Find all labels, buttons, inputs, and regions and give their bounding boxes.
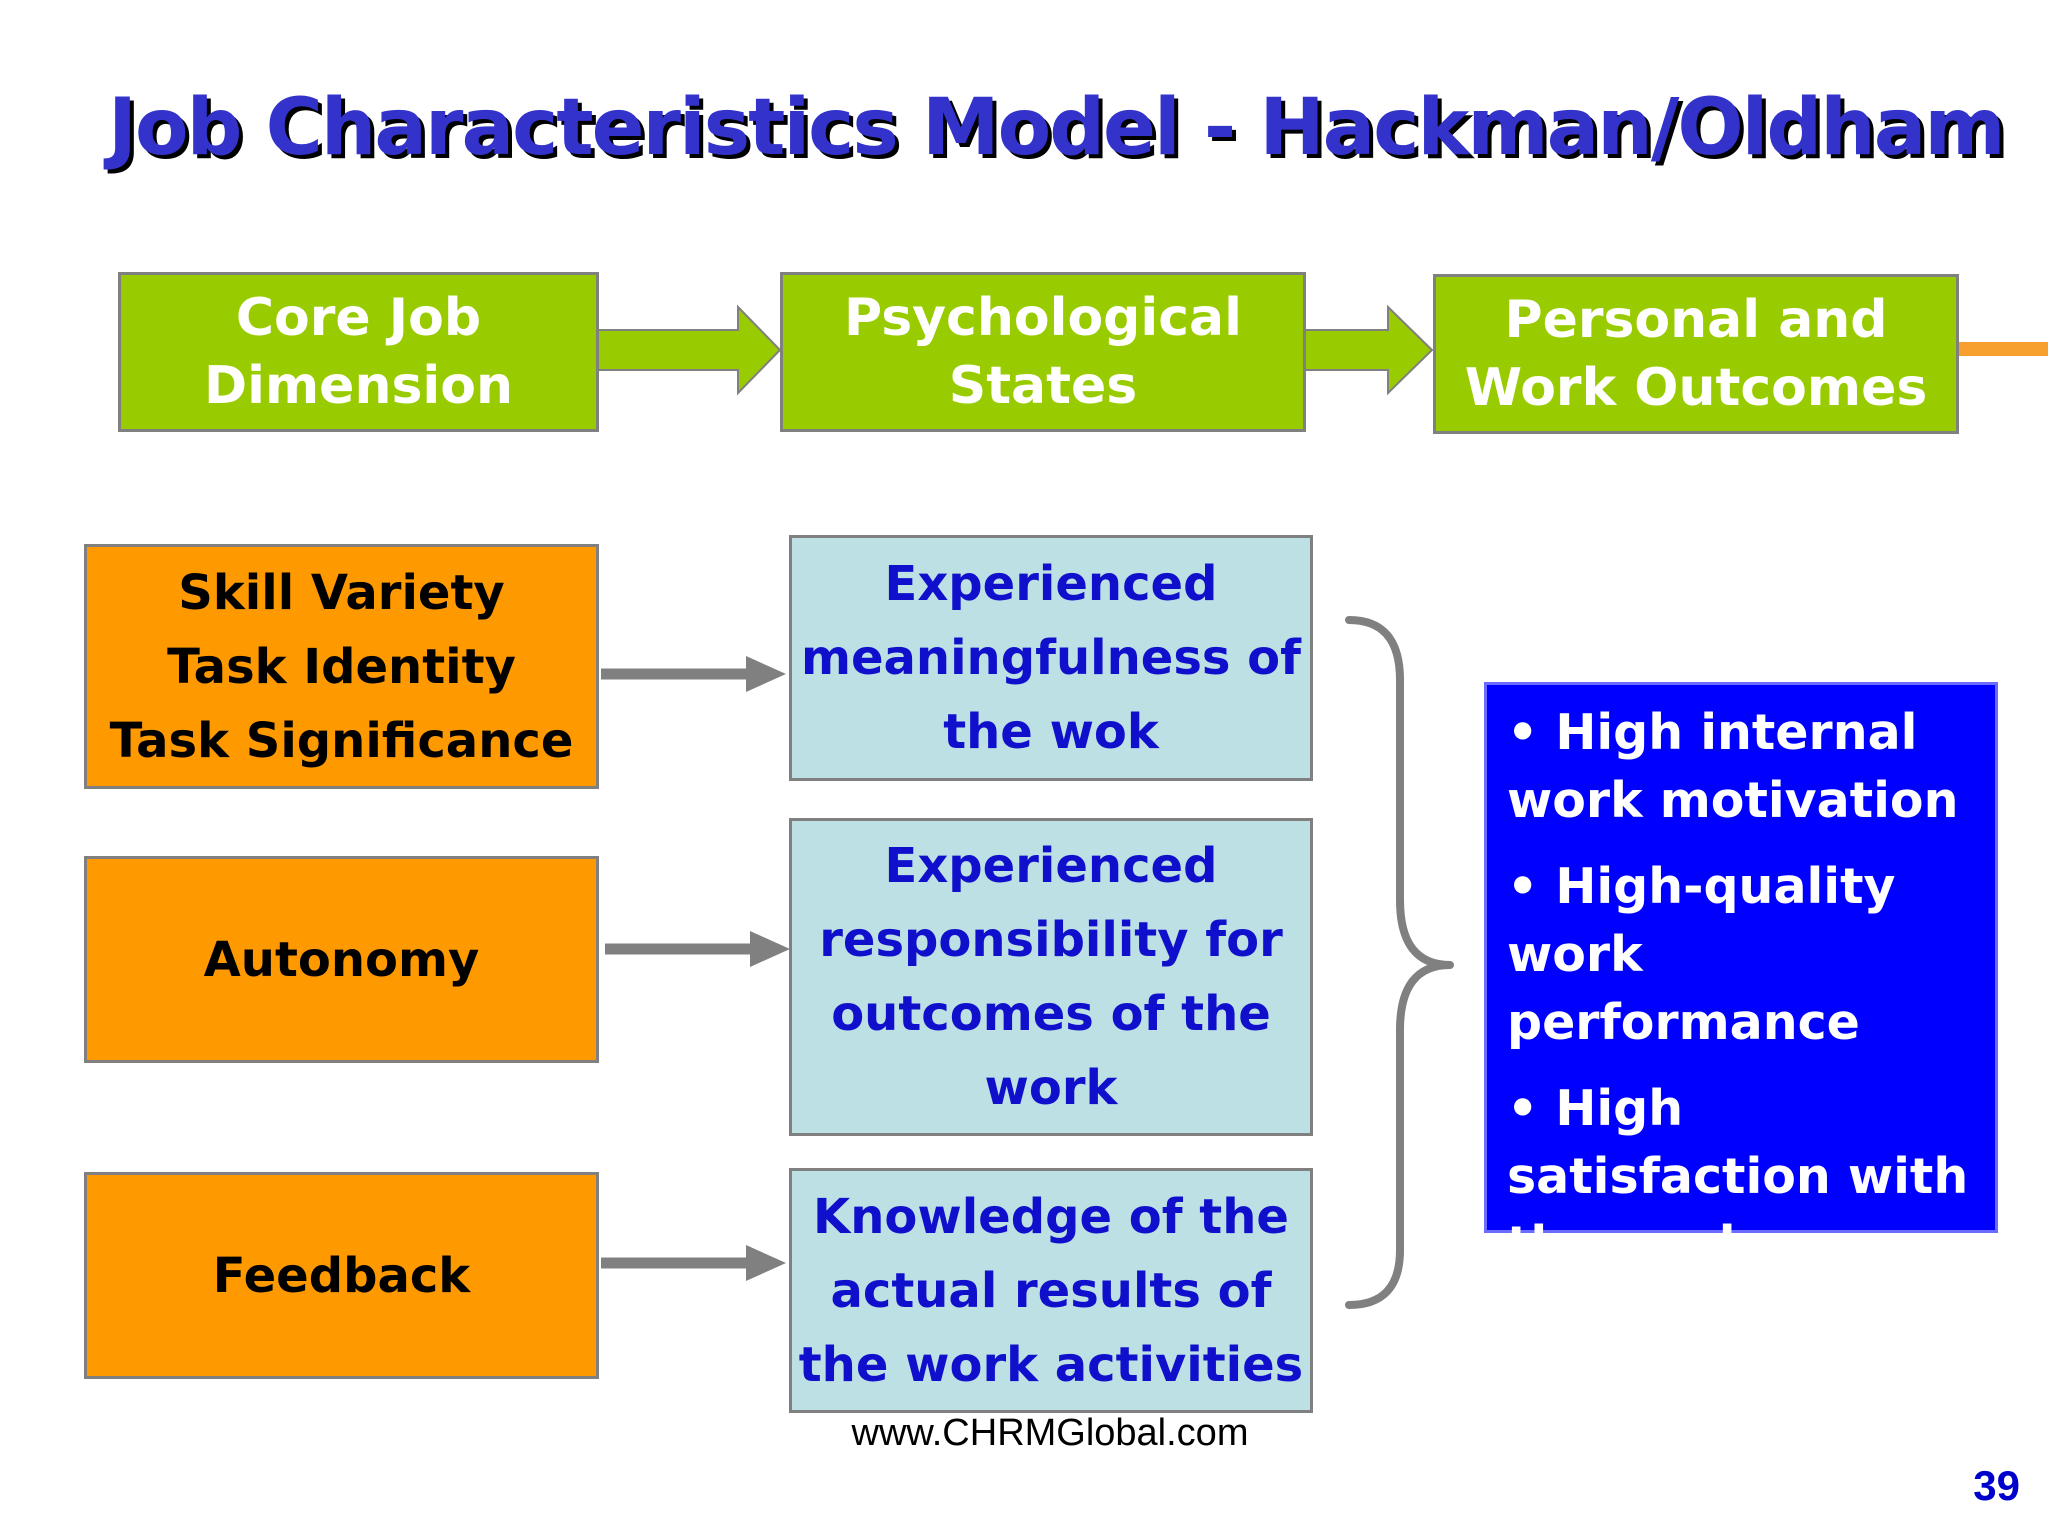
arrow-knowledge xyxy=(601,1245,786,1281)
state-knowledge-line-2: actual results of xyxy=(830,1262,1272,1319)
core-skill-variety: Skill Variety xyxy=(178,564,505,621)
header-arrow-1 xyxy=(597,304,782,396)
core-task-significance: Task Significance xyxy=(109,712,574,769)
state-meaningfulness-line-3: the wok xyxy=(943,704,1159,760)
arrow-responsibility xyxy=(605,931,790,967)
state-knowledge-line-3: the work activities xyxy=(798,1336,1304,1393)
state-knowledge-of-results: Knowledge of the actual results of the w… xyxy=(789,1168,1313,1413)
outcome-item-turnover: • Low turnover xyxy=(1507,1302,1923,1359)
state-responsibility-line-3: outcomes of the xyxy=(831,986,1271,1042)
page-number: 39 xyxy=(1973,1462,2020,1509)
header-core-line-1: Core Job xyxy=(235,288,482,348)
arrow-meaningfulness xyxy=(601,656,786,692)
state-meaningfulness: Experienced meaningfulness of the wok xyxy=(789,535,1313,781)
header-core-job-dimension: Core Job Dimension xyxy=(118,272,599,432)
state-meaningfulness-line-1: Experienced xyxy=(884,556,1218,612)
header-states-line-2: States xyxy=(948,356,1138,416)
slide-title: Job Characteristics Model - Hackman/Oldh… xyxy=(108,83,2006,173)
header-states-line-1: Psychological xyxy=(844,288,1242,348)
outcome-item-motivation: • High internal work motivation xyxy=(1507,704,1959,829)
header-outcomes-line-2: Work Outcomes xyxy=(1464,358,1928,418)
core-dimension-skill-task: Skill Variety Task Identity Task Signifi… xyxy=(84,544,599,789)
core-autonomy-label: Autonomy xyxy=(203,931,480,988)
header-personal-work-outcomes: Personal and Work Outcomes xyxy=(1433,274,1959,434)
core-feedback-label: Feedback xyxy=(212,1247,471,1304)
state-responsibility-line-1: Experienced xyxy=(884,838,1218,894)
outcomes-box: • High internal work motivation • High-q… xyxy=(1484,682,1998,1359)
core-task-identity: Task Identity xyxy=(167,638,516,695)
state-knowledge-line-1: Knowledge of the xyxy=(813,1188,1289,1245)
core-dimension-feedback: Feedback xyxy=(84,1172,599,1379)
state-responsibility-line-4: work xyxy=(984,1060,1118,1116)
state-meaningfulness-line-2: meaningfulness of xyxy=(800,630,1302,686)
curly-brace xyxy=(1345,616,1454,1309)
state-responsibility: Experienced responsibility for outcomes … xyxy=(789,818,1313,1136)
core-dimension-autonomy: Autonomy xyxy=(84,856,599,1063)
header-psychological-states: Psychological States xyxy=(780,272,1306,432)
outcome-item-performance: • High-quality work performance xyxy=(1507,858,1896,1051)
header-core-line-2: Dimension xyxy=(204,356,513,416)
header-arrow-2 xyxy=(1303,304,1434,396)
header-outcomes-line-1: Personal and xyxy=(1504,290,1888,350)
footer-url: www.CHRMGlobal.com xyxy=(851,1412,1249,1454)
outcome-item-satisfaction: • High satisfaction with the work xyxy=(1507,1080,1969,1273)
state-responsibility-line-2: responsibility for xyxy=(819,912,1283,968)
